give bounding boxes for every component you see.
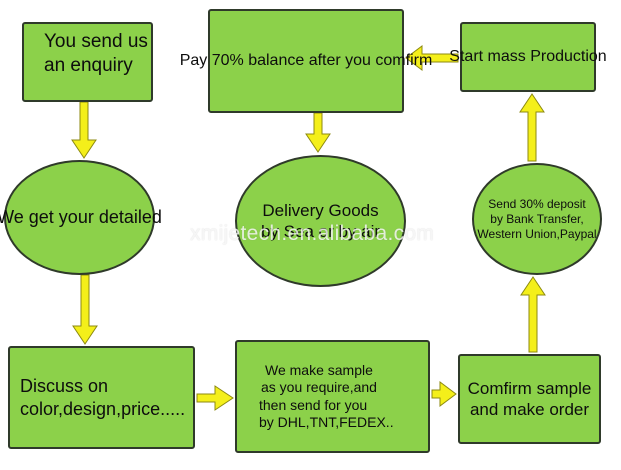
node-line: We make sample — [265, 361, 373, 378]
arrow-start-to-pay — [405, 45, 459, 71]
node-line: Send 30% deposit — [488, 196, 586, 211]
node-line: Pay 70% balance after you comfirm — [179, 52, 433, 69]
arrow-deposit-to-start — [519, 93, 545, 162]
arrow-discuss-to-sample — [196, 385, 234, 411]
node-delivery-goods: Delivery Goods by Sea or by air — [235, 155, 406, 287]
node-line: as you require,and — [261, 379, 377, 395]
node-line: by Sea or by air — [260, 222, 381, 241]
node-confirm-sample: Comfirm sample and make order — [458, 354, 601, 444]
node-line: Discuss on — [20, 376, 109, 396]
arrow-confirm-to-deposit — [520, 276, 546, 353]
node-start-mass-production: Start mass Production — [449, 22, 607, 92]
node-line: and make order — [469, 400, 590, 419]
node-line: color,design,price..... — [20, 398, 186, 419]
node-line: then send for you — [259, 396, 368, 413]
arrow-pay-to-delivery — [305, 112, 331, 153]
node-pay-balance: Pay 70% balance after you comfirm — [180, 9, 432, 113]
watermark: xmijetech.en.alibaba.com — [190, 222, 435, 245]
node-line: an enquiry — [44, 54, 133, 76]
arrow-detailed-to-discuss — [72, 274, 98, 345]
node-line: Delivery Goods — [262, 200, 379, 220]
node-line: by DHL,TNT,FEDEX.. — [259, 414, 394, 430]
arrow-enquiry-to-detailed — [71, 101, 97, 159]
node-line: by Bank Transfer, — [490, 211, 584, 226]
node-line: You send us — [44, 31, 148, 52]
node-line: We get your detailed — [0, 207, 162, 228]
node-we-get-your-detailed: We get your detailed — [0, 160, 162, 275]
node-line: Comfirm sample — [467, 378, 592, 398]
node-line: Start mass Production — [449, 48, 607, 65]
arrow-sample-to-confirm — [431, 381, 457, 407]
node-we-make-sample: We make sample as you require,and then s… — [235, 340, 430, 453]
node-line: Western Union,Paypal — [477, 226, 597, 241]
